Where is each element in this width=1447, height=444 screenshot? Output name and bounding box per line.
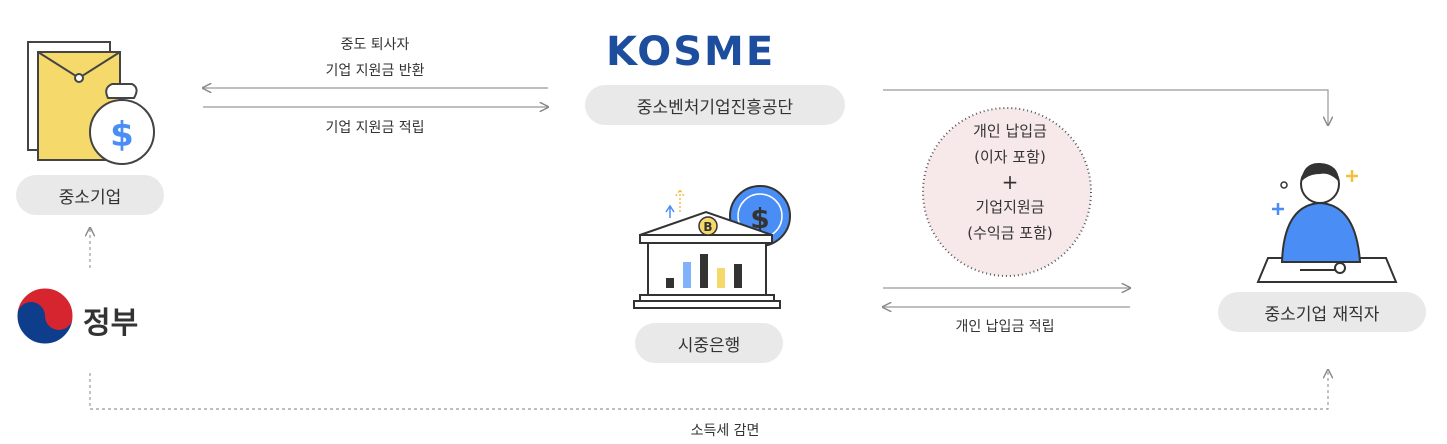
employee-icon [1256, 162, 1398, 283]
fund-line3: 기업지원금 [975, 198, 1045, 216]
svg-text:$: $ [110, 115, 134, 155]
bank-node: 시중은행 [635, 323, 783, 363]
svg-text:B: B [703, 220, 712, 234]
government-emblem-icon [16, 287, 74, 345]
sme-node: 중소기업 [16, 175, 164, 215]
return-label-line2: 기업 지원금 반환 [325, 63, 425, 79]
svg-text:$: $ [750, 202, 769, 235]
fund-line1: 개인 납입금 [973, 122, 1047, 140]
kosme-label: 중소벤처기업진흥공단 [636, 97, 794, 118]
tax-relief-label: 소득세 감면 [690, 423, 760, 439]
fund-line2: (이자 포함) [974, 148, 1046, 166]
fund-circle [922, 107, 1092, 277]
tax-relief-dotted-arrow [89, 370, 1328, 410]
employee-node: 중소기업 재직자 [1218, 292, 1426, 332]
company-contribution-label: 기업 지원금 적립 [325, 120, 425, 136]
kosme-node: 중소벤처기업진흥공단 [585, 85, 845, 125]
return-label-line1: 중도 퇴사자 [340, 37, 410, 53]
fund-plus: + [1001, 170, 1019, 194]
kosme-to-employee-arrow [883, 89, 1328, 125]
fund-circle-text: 개인 납입금 (이자 포함) + 기업지원금 (수익금 포함) [925, 118, 1095, 246]
personal-contribution-label: 개인 납입금 적립 [955, 319, 1055, 335]
bank-icon: $ B [633, 185, 791, 309]
government-label: 정부 [83, 306, 139, 341]
fund-line4: (수익금 포함) [967, 224, 1053, 242]
bank-label: 시중은행 [677, 335, 741, 356]
employee-label: 중소기업 재직자 [1264, 304, 1380, 325]
kosme-logo: KOSME [606, 29, 776, 75]
money-bag-icon: $ [89, 83, 155, 165]
sme-label: 중소기업 [58, 187, 122, 208]
